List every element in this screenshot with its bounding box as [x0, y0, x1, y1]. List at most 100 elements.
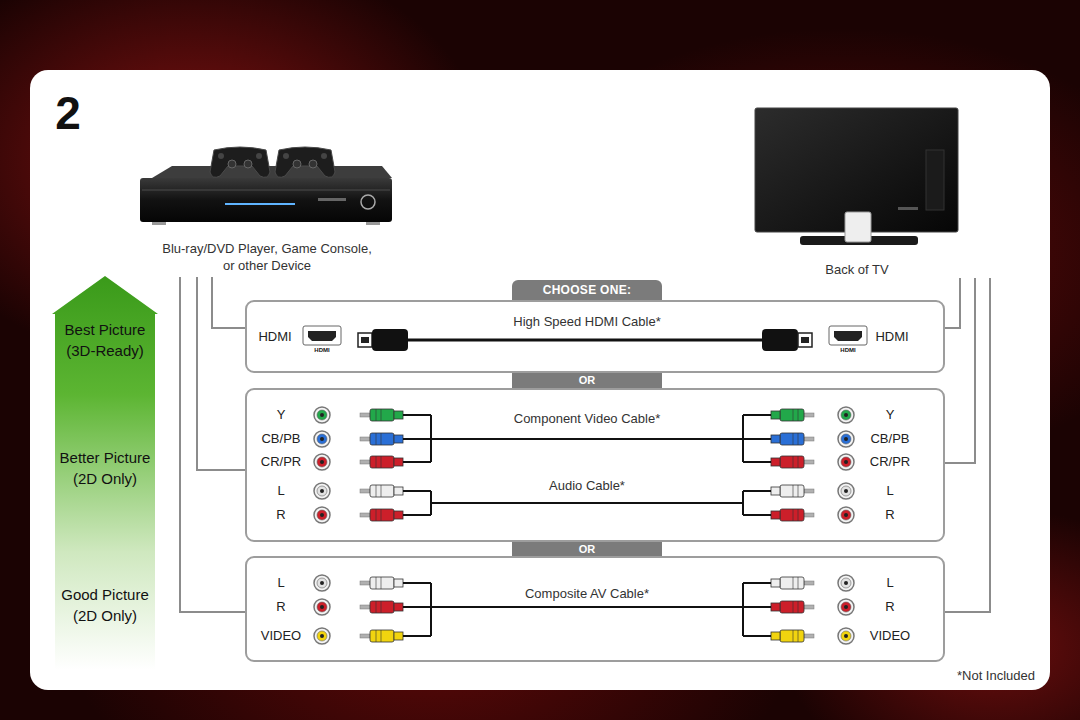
device-button	[361, 195, 375, 209]
connector-line	[180, 277, 245, 612]
hdmi-plug-pins	[361, 337, 369, 343]
hdmi-cable	[408, 339, 762, 342]
device-seam	[142, 190, 390, 191]
jack-green	[838, 407, 854, 423]
plug-blue	[360, 433, 431, 445]
step-number: 2	[55, 87, 81, 139]
tv-neck	[845, 212, 871, 242]
jack-yellow	[838, 628, 854, 644]
tv-detail	[898, 207, 918, 210]
connector-line	[945, 278, 990, 612]
port-label: HDMI	[875, 329, 908, 345]
plug-yellow	[360, 630, 431, 642]
jack-white	[314, 575, 330, 591]
controller-buttons	[256, 153, 262, 159]
device-slot	[318, 198, 346, 201]
quality-text: Better Picture (2D Only)	[52, 447, 158, 489]
connector-line	[945, 278, 975, 463]
connector-line	[197, 277, 245, 470]
controller-stick	[244, 160, 252, 168]
plug-red	[360, 601, 431, 613]
port-logo-text: HDMI	[314, 347, 329, 354]
quality-text: Good Picture (2D Only)	[52, 584, 158, 626]
or-tab: OR	[512, 542, 662, 557]
hdmi-plug-tip	[798, 333, 812, 347]
composite-cable	[431, 583, 743, 636]
controller	[275, 147, 335, 177]
port-label: CB/PB	[870, 431, 909, 447]
plug-red	[743, 456, 814, 468]
controller-buttons	[321, 153, 327, 159]
component-panel: YCB/PBCR/PRLRComponent Video Cable*Audio…	[245, 388, 945, 542]
hdmi-port-slot	[308, 331, 336, 341]
jack-red	[838, 599, 854, 615]
jack-green	[314, 407, 330, 423]
tv-port-panel	[926, 150, 944, 210]
plug-red	[743, 601, 814, 613]
cable-label: Component Video Cable*	[514, 411, 660, 427]
tv-caption: Back of TV	[825, 261, 888, 278]
jack-yellow	[314, 628, 330, 644]
plug-white	[743, 577, 814, 589]
plug-white	[743, 485, 814, 497]
tab-text: CHOOSE ONE:	[543, 283, 632, 297]
hdmi-port	[303, 326, 341, 345]
audio-cable	[431, 491, 743, 515]
plug-green	[743, 409, 814, 421]
plug-red	[360, 509, 431, 521]
jack-red	[838, 454, 854, 470]
jack-red	[314, 454, 330, 470]
composite-panel: LRVIDEOComposite AV Cable*LRVIDEO	[245, 556, 945, 662]
port-label: L	[277, 483, 284, 499]
device-body	[140, 178, 392, 222]
port-label: CR/PR	[870, 454, 910, 470]
arrow-fill	[52, 276, 158, 670]
port-label: CB/PB	[261, 431, 300, 447]
hdmi-plug-body	[762, 329, 798, 351]
footnote: *Not Included	[957, 668, 1035, 684]
port-label: Y	[886, 407, 895, 423]
port-label: Y	[277, 407, 286, 423]
port-label: R	[885, 599, 894, 615]
hdmi-panel: HDMIHDMIHigh Speed HDMI Cable*HDMIHDMI	[245, 300, 945, 373]
jack-white	[838, 483, 854, 499]
plug-blue	[743, 433, 814, 445]
port-label: R	[885, 507, 894, 523]
jack-white	[838, 575, 854, 591]
hdmi-plug-tip	[358, 333, 372, 347]
port-label: VIDEO	[870, 628, 910, 644]
jack-red	[838, 507, 854, 523]
controller-pad	[218, 153, 224, 159]
device-foot	[366, 222, 380, 225]
connector-line	[212, 277, 245, 328]
controller-stick	[228, 160, 236, 168]
jack-blue	[838, 431, 854, 447]
device-light	[225, 203, 295, 205]
or-text: OR	[579, 543, 596, 556]
device-node: Blu-ray/DVD Player, Game Console, or oth…	[140, 145, 395, 277]
quality-arrow: Best Picture (3D-Ready) Better Picture (2…	[52, 276, 158, 670]
plug-white	[360, 577, 431, 589]
port-label: R	[276, 599, 285, 615]
controller-stick	[309, 160, 317, 168]
port-label: L	[886, 483, 893, 499]
cable-label: Composite AV Cable*	[525, 586, 649, 602]
tv-node: Back of TV	[750, 104, 1000, 278]
port-logo-text: HDMI	[840, 347, 855, 354]
or-tab: OR	[512, 373, 662, 388]
plug-green	[360, 409, 431, 421]
port-label: L	[277, 575, 284, 591]
port-label: L	[886, 575, 893, 591]
plug-red	[743, 509, 814, 521]
jack-red	[314, 507, 330, 523]
controller	[210, 147, 270, 177]
plug-white	[360, 485, 431, 497]
port-label: CR/PR	[261, 454, 301, 470]
port-label: HDMI	[258, 329, 291, 345]
hdmi-port-slot	[834, 331, 862, 341]
quality-text: Best Picture (3D-Ready)	[52, 319, 158, 361]
